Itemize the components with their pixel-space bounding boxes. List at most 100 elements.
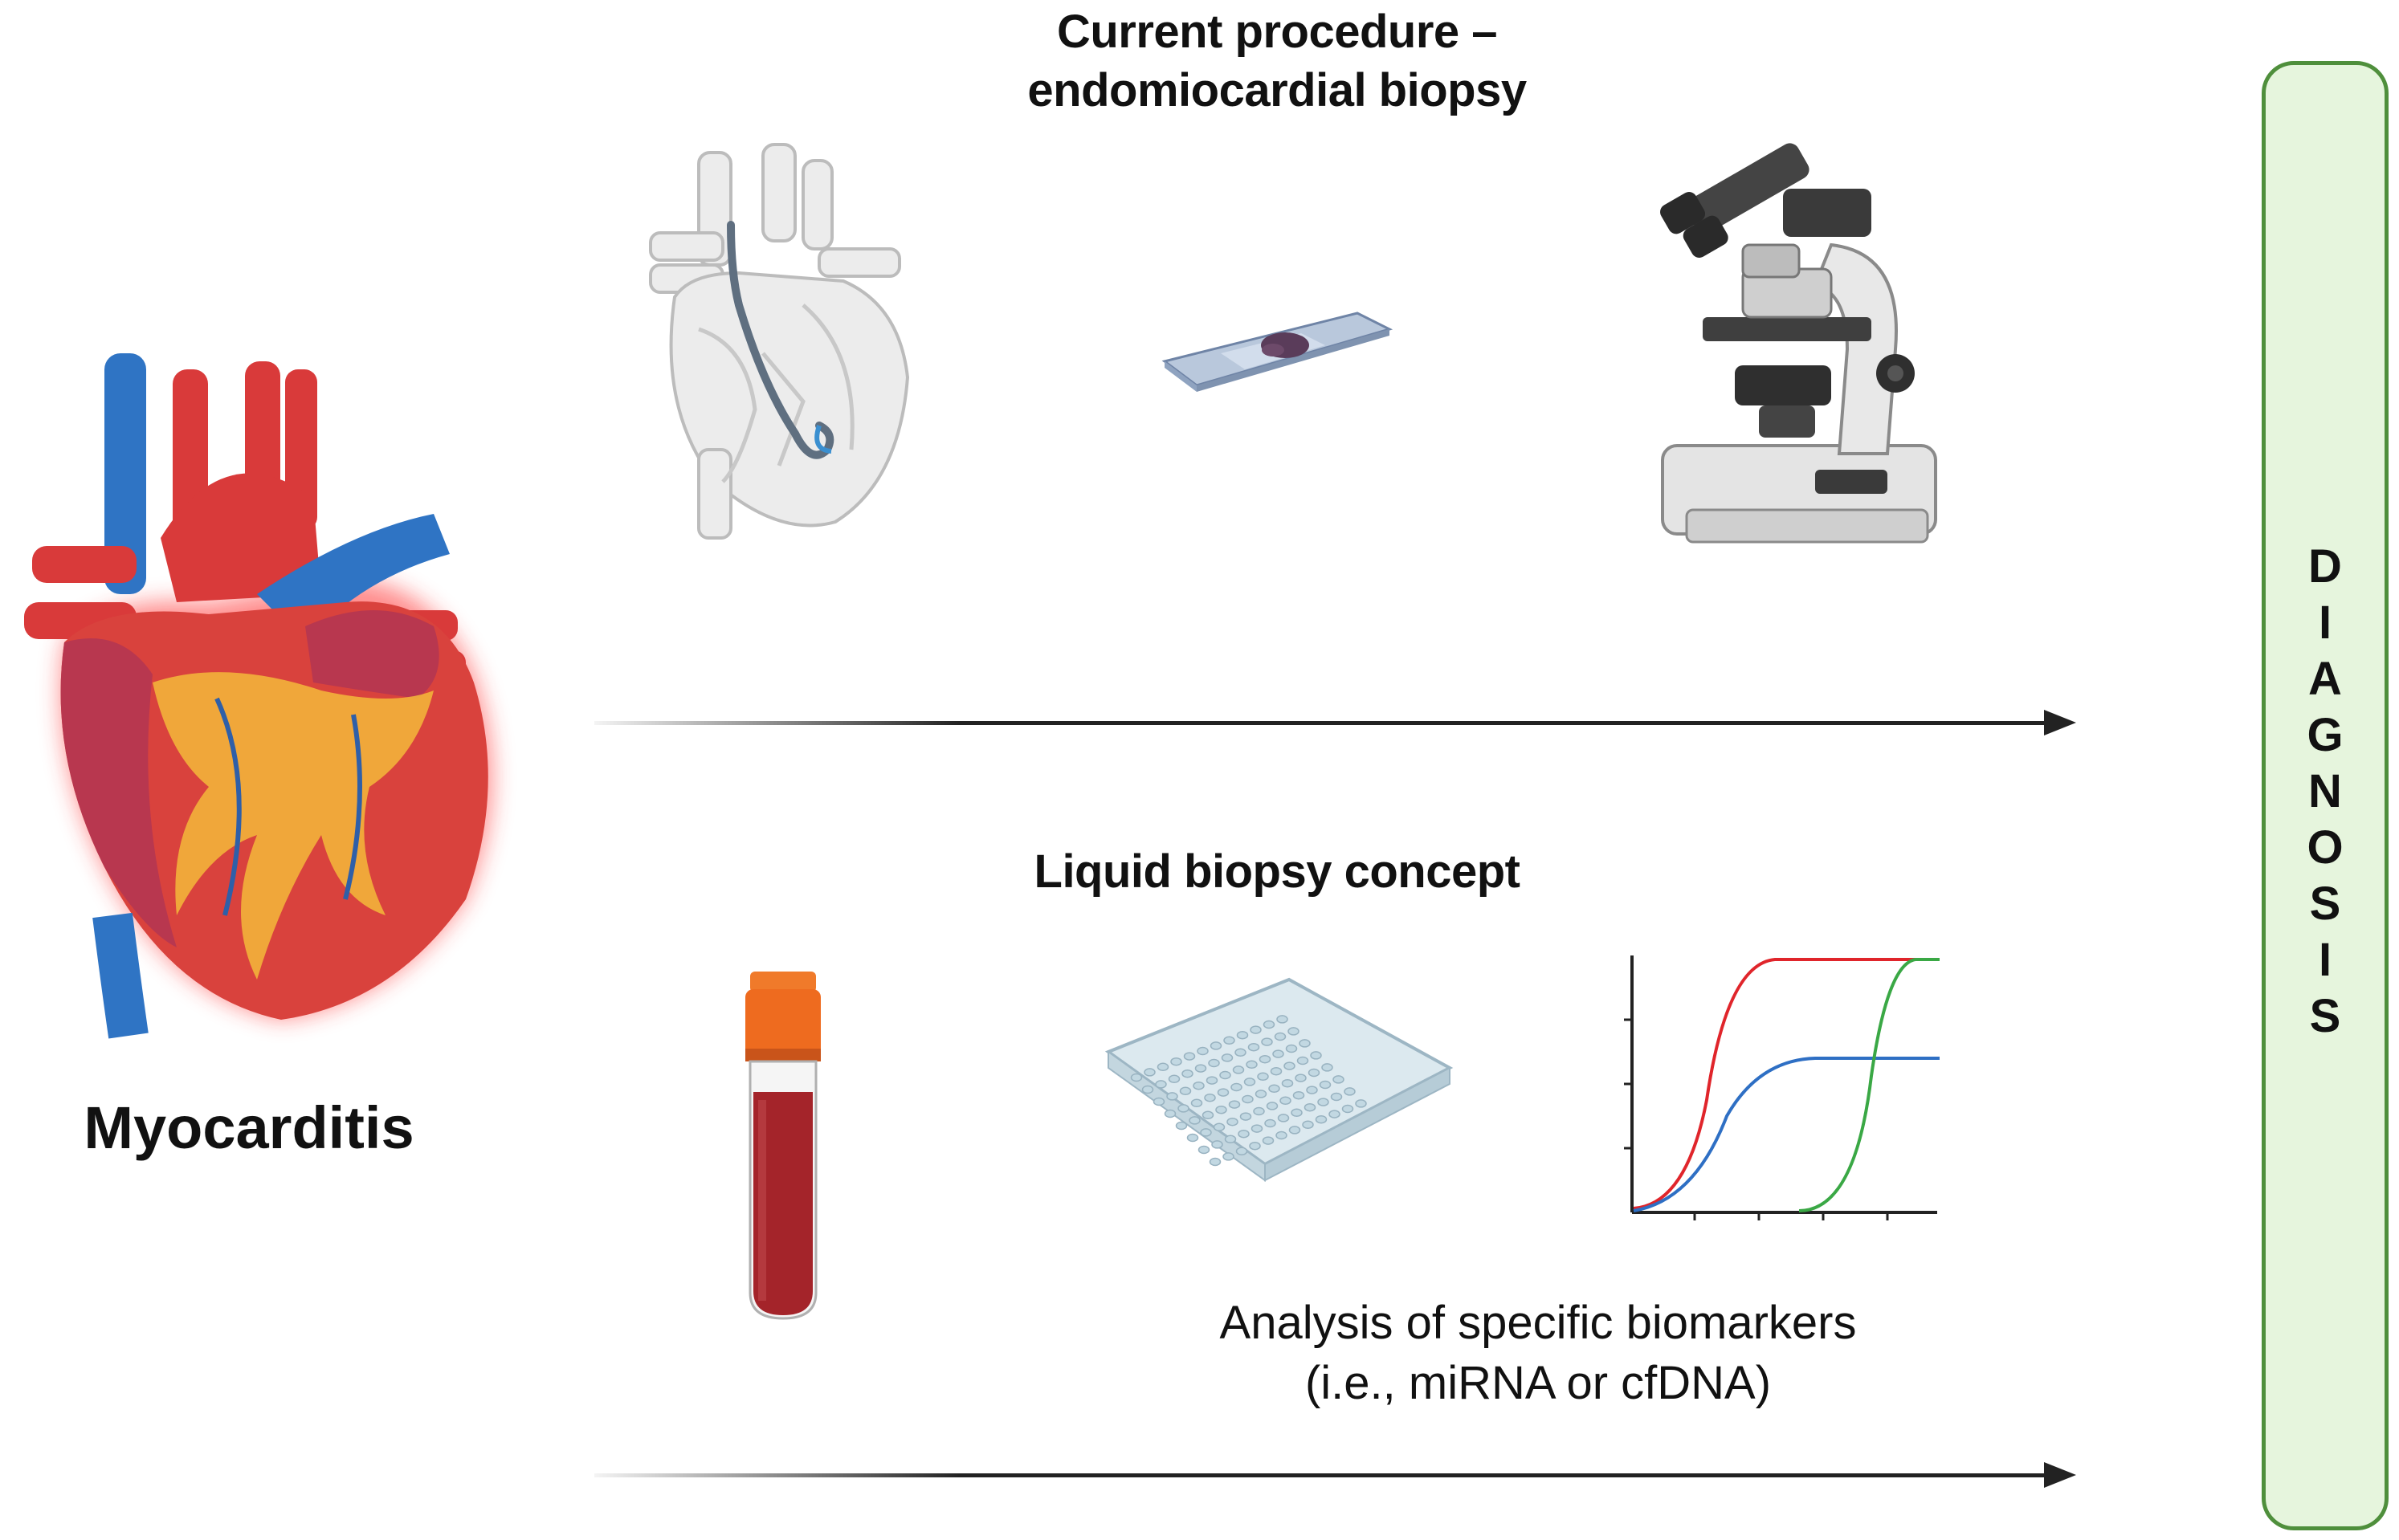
plate-well — [1285, 1044, 1298, 1053]
plate-well — [1179, 1086, 1192, 1096]
plate-well — [1211, 1140, 1223, 1149]
well-plate-illustration — [1104, 977, 1454, 1182]
amplification-curves-chart — [1624, 955, 1940, 1220]
plate-well — [1238, 1129, 1250, 1139]
plate-well — [1193, 1081, 1205, 1090]
blood-tube-illustration — [745, 972, 821, 1320]
plate-well — [1257, 1072, 1269, 1082]
plate-well — [1197, 1145, 1210, 1155]
plate-well — [1259, 1054, 1271, 1064]
current-procedure-arrow — [594, 710, 2076, 735]
plate-well — [1296, 1056, 1309, 1065]
current-procedure-title-line1: Current procedure – — [1056, 6, 1498, 58]
biomarker-caption-line1: Analysis of specific biomarkers — [1219, 1297, 1857, 1349]
plate-well — [1270, 1066, 1283, 1076]
plate-well — [1315, 1114, 1328, 1124]
plate-well — [1236, 1030, 1249, 1040]
plate-well — [1190, 1098, 1203, 1108]
plate-well — [1279, 1096, 1291, 1106]
plate-well — [1204, 1093, 1216, 1102]
plate-well — [1144, 1068, 1156, 1077]
plate-well — [1332, 1075, 1344, 1084]
plate-well — [1344, 1087, 1356, 1096]
plate-well — [1170, 1057, 1182, 1066]
plate-well — [1277, 1114, 1290, 1122]
myocarditis-heart-illustration — [24, 353, 492, 1039]
plate-well — [1189, 1116, 1201, 1125]
plate-well — [1268, 1084, 1280, 1094]
plate-well — [1194, 1064, 1207, 1073]
diagnosis-box: D I A G N O S I S — [2262, 61, 2389, 1530]
diagnosis-letter: A — [2308, 653, 2342, 705]
plate-well — [1197, 1046, 1209, 1056]
plate-well — [1317, 1098, 1329, 1106]
plate-well — [1228, 1100, 1241, 1109]
biopsy-slide-illustration — [1161, 312, 1393, 392]
plate-well — [1302, 1120, 1314, 1130]
current-procedure-title: Current procedure – endomiocardial biops… — [883, 3, 1671, 120]
plate-well — [1206, 1076, 1218, 1085]
plate-well — [1255, 1090, 1267, 1098]
diagnosis-letter: O — [2307, 821, 2344, 874]
diagnosis-letter: D — [2308, 540, 2342, 593]
plate-well — [1341, 1104, 1354, 1114]
plate-well — [1292, 1090, 1305, 1100]
plate-well — [1217, 1088, 1230, 1097]
plate-well — [1181, 1069, 1193, 1078]
plate-well — [1321, 1063, 1333, 1072]
plate-well — [1274, 1032, 1287, 1041]
plate-well — [1299, 1039, 1311, 1048]
plate-well — [1202, 1110, 1214, 1120]
diagnosis-letter: S — [2309, 990, 2341, 1042]
plate-well — [1213, 1122, 1226, 1132]
plate-well — [1208, 1058, 1220, 1068]
plate-well — [1209, 1157, 1222, 1167]
plate-well — [1253, 1106, 1265, 1116]
plate-well — [1226, 1117, 1238, 1126]
plate-well — [1304, 1102, 1316, 1112]
biomarker-caption-line2: (i.e., miRNA or cfDNA) — [1304, 1357, 1772, 1410]
plate-well — [1262, 1136, 1275, 1145]
diagnosis-letter: G — [2307, 709, 2344, 761]
diagnosis-label: D I A G N O S I S — [2266, 539, 2385, 1045]
plate-well — [1183, 1052, 1196, 1061]
plate-well — [1272, 1049, 1284, 1058]
plate-well — [1153, 1097, 1165, 1106]
plate-well — [1157, 1062, 1169, 1072]
plate-well — [1275, 1131, 1287, 1140]
plate-well — [1230, 1082, 1242, 1092]
plate-well — [1287, 1027, 1299, 1036]
plate-well — [1224, 1135, 1237, 1144]
plate-well — [1186, 1133, 1199, 1143]
plate-well — [1235, 1147, 1248, 1156]
plate-well — [1250, 1124, 1263, 1133]
microscope-illustration — [1660, 143, 1937, 544]
plate-well — [1263, 1020, 1275, 1029]
plate-well — [1249, 1141, 1261, 1151]
plate-well — [1130, 1073, 1143, 1082]
plate-well — [1166, 1092, 1178, 1101]
plate-well — [1266, 1102, 1279, 1110]
liquid-biopsy-title: Liquid biopsy concept — [1034, 845, 1520, 898]
plate-well — [1264, 1118, 1276, 1128]
plate-well — [1276, 1015, 1288, 1024]
plate-well — [1306, 1086, 1318, 1094]
myocarditis-label: Myocarditis — [84, 1094, 414, 1161]
plate-well — [1247, 1042, 1260, 1052]
diagnosis-letter: N — [2308, 765, 2342, 817]
heart-catheter-illustration — [649, 143, 910, 540]
plate-well — [1141, 1085, 1154, 1094]
plate-well — [1328, 1110, 1340, 1118]
plate-well — [1242, 1094, 1254, 1104]
plate-well — [1164, 1109, 1177, 1118]
plate-well — [1246, 1060, 1258, 1069]
plate-well — [1221, 1053, 1234, 1062]
plate-well — [1291, 1108, 1303, 1118]
plate-well — [1210, 1041, 1222, 1050]
plate-well — [1288, 1126, 1301, 1135]
diagnosis-letter: I — [2318, 597, 2332, 649]
diagnosis-letter: I — [2318, 934, 2332, 986]
liquid-biopsy-arrow — [594, 1462, 2076, 1488]
plate-well — [1243, 1078, 1256, 1086]
plate-well — [1319, 1080, 1332, 1090]
